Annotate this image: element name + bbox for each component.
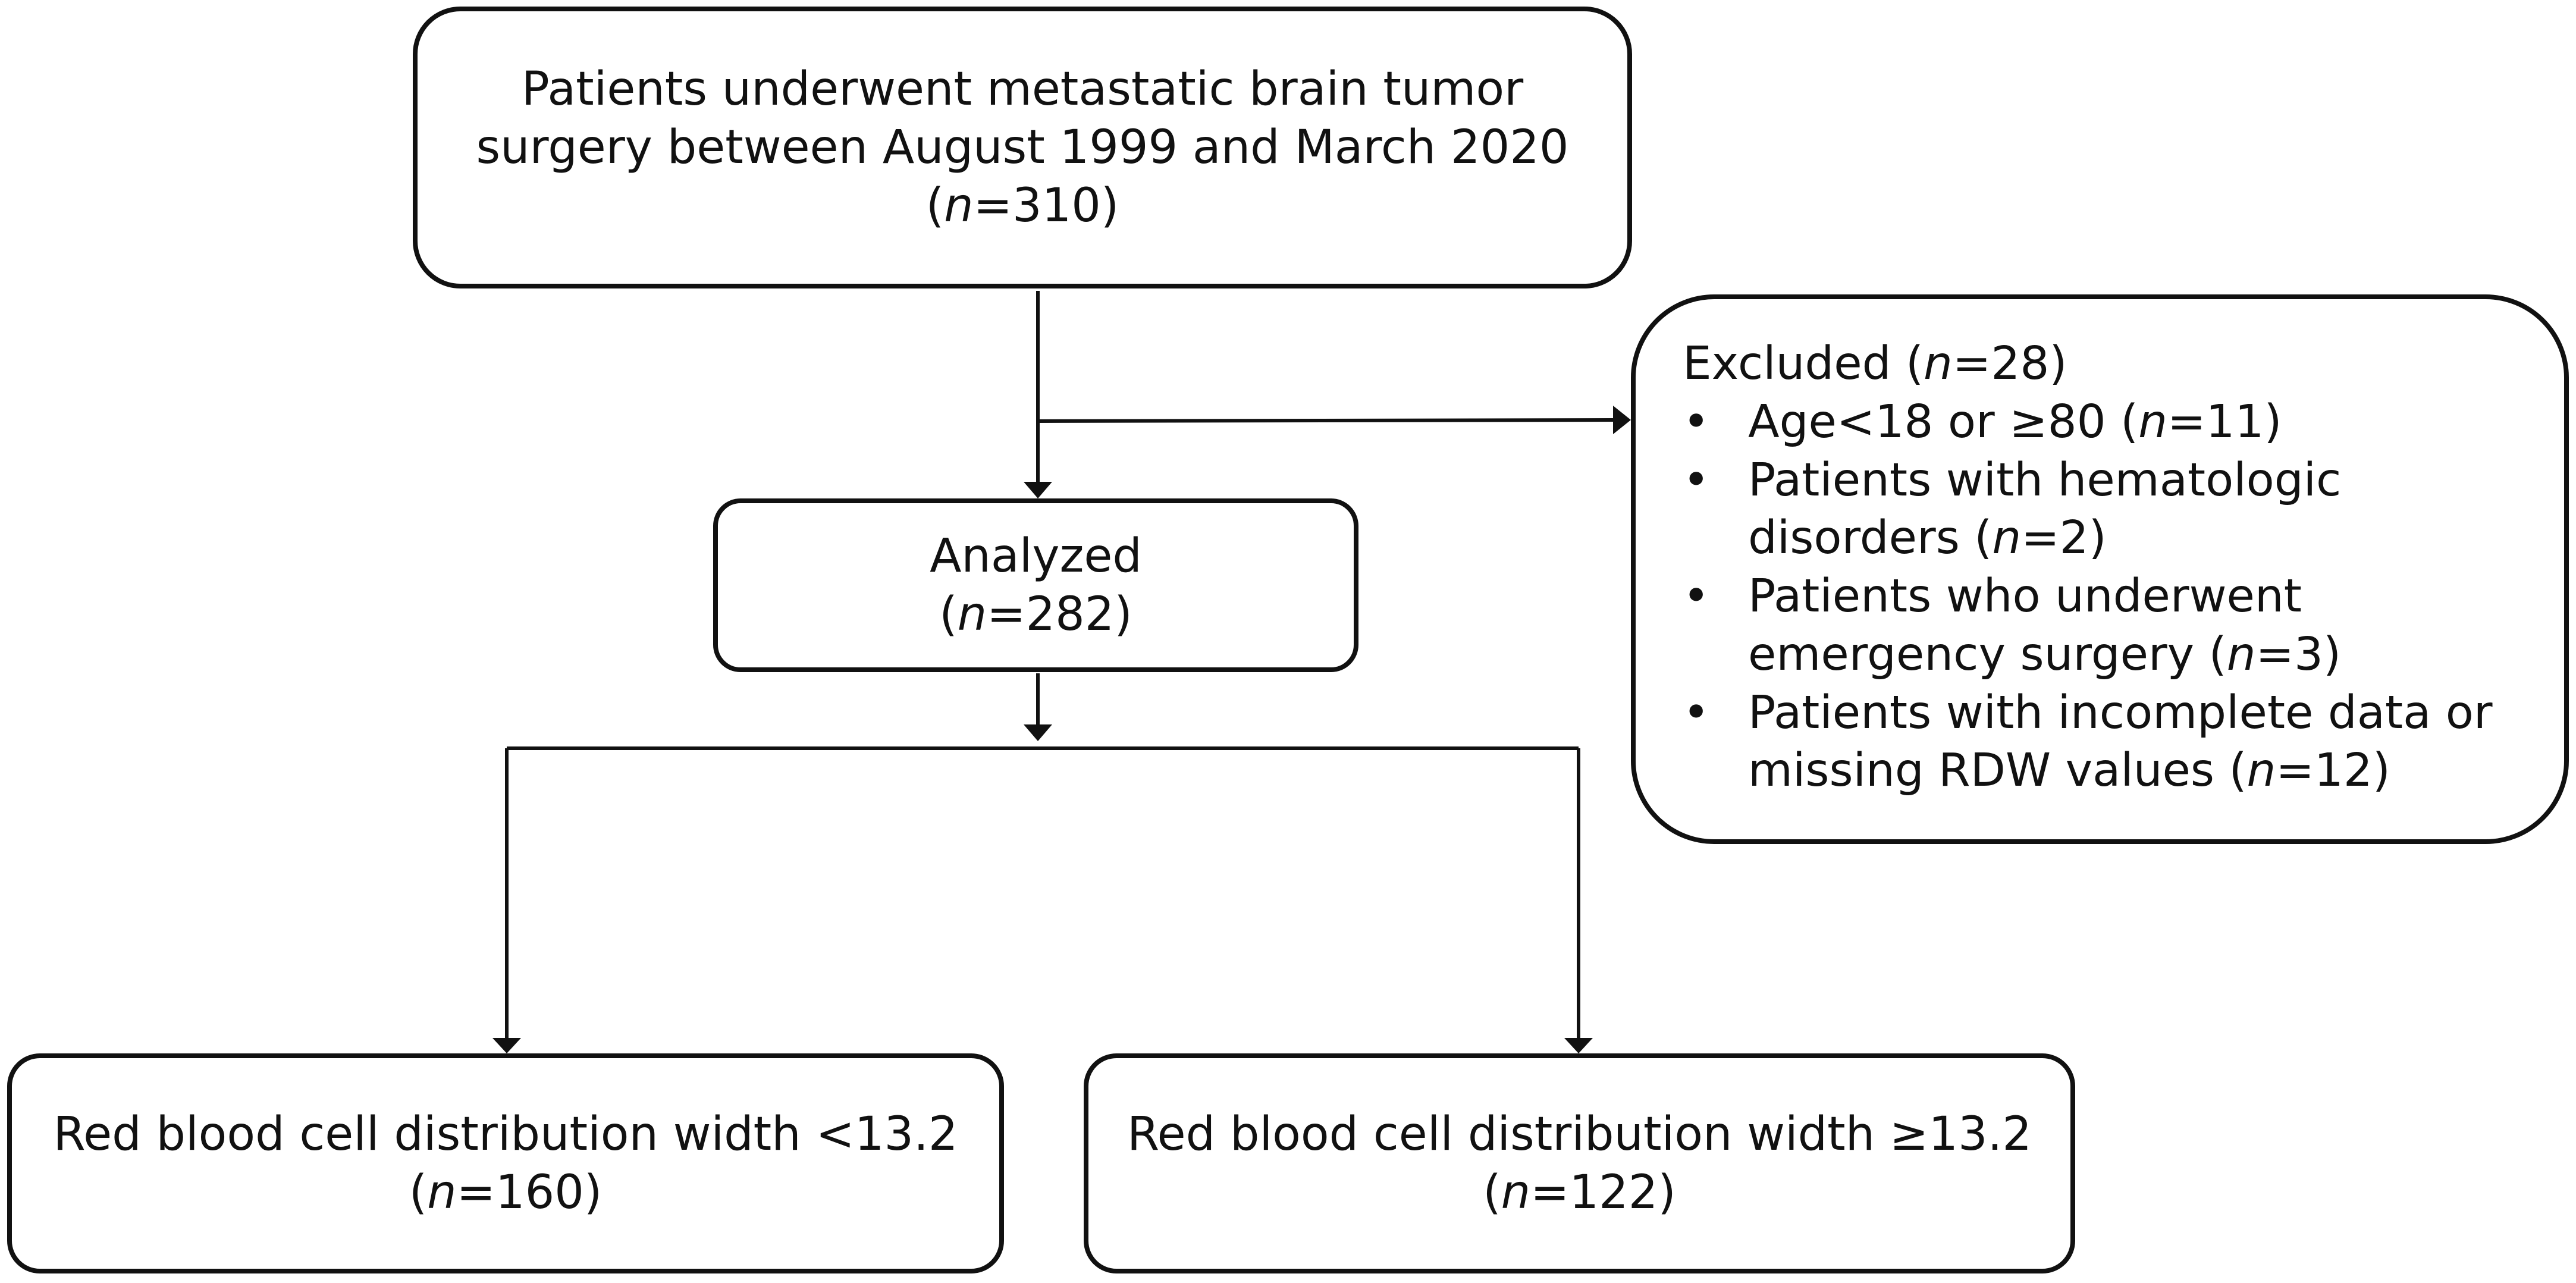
all-patients-line-1: Patients underwent metastatic brain tumo…: [521, 62, 1524, 116]
bullet-icon: •: [1683, 395, 1710, 448]
excluded-title: Excluded (n=28): [1683, 337, 2067, 390]
arrowhead-analyzed: [1024, 482, 1052, 498]
excluded-box: Excluded (n=28) • Age<18 or ≥80 (n=11) •…: [1631, 294, 2569, 844]
arrowhead-left-group: [492, 1038, 521, 1053]
exclusion-item-emergency: • Patients who underwent emergency surge…: [1683, 567, 2493, 684]
arrowhead-split: [1024, 724, 1052, 741]
bullet-icon: •: [1683, 570, 1710, 623]
rdw-low-group-box: Red blood cell distribution width <13.2 …: [7, 1053, 1004, 1273]
arrow-to-excluded: [1037, 418, 1614, 423]
arrowhead-excluded: [1613, 406, 1631, 434]
bullet-icon: •: [1683, 453, 1710, 507]
analyzed-count: (n=282): [939, 588, 1132, 641]
arrowhead-right-group: [1564, 1038, 1593, 1053]
rdw-low-title: Red blood cell distribution width <13.2: [53, 1107, 958, 1161]
analyzed-title: Analyzed: [930, 529, 1142, 583]
rdw-low-count: (n=160): [409, 1166, 603, 1219]
rdw-high-count: (n=122): [1483, 1166, 1676, 1219]
rdw-high-title: Red blood cell distribution width ≥13.2: [1127, 1107, 2032, 1161]
rdw-high-group-box: Red blood cell distribution width ≥13.2 …: [1084, 1053, 2075, 1273]
all-patients-box: Patients underwent metastatic brain tumo…: [413, 7, 1632, 288]
exclusion-item-incomplete-data: • Patients with incomplete data or missi…: [1683, 684, 2493, 801]
bullet-icon: •: [1683, 686, 1710, 739]
exclusion-item-hematologic: • Patients with hematologic disorders (n…: [1683, 451, 2493, 568]
exclusion-criteria-list: • Age<18 or ≥80 (n=11) • Patients with h…: [1683, 393, 2493, 800]
analyzed-box: Analyzed (n=282): [713, 498, 1358, 672]
all-patients-count: (n=310): [925, 179, 1119, 233]
exclusion-item-age: • Age<18 or ≥80 (n=11): [1683, 393, 2493, 451]
all-patients-line-2: surgery between August 1999 and March 20…: [476, 120, 1569, 174]
